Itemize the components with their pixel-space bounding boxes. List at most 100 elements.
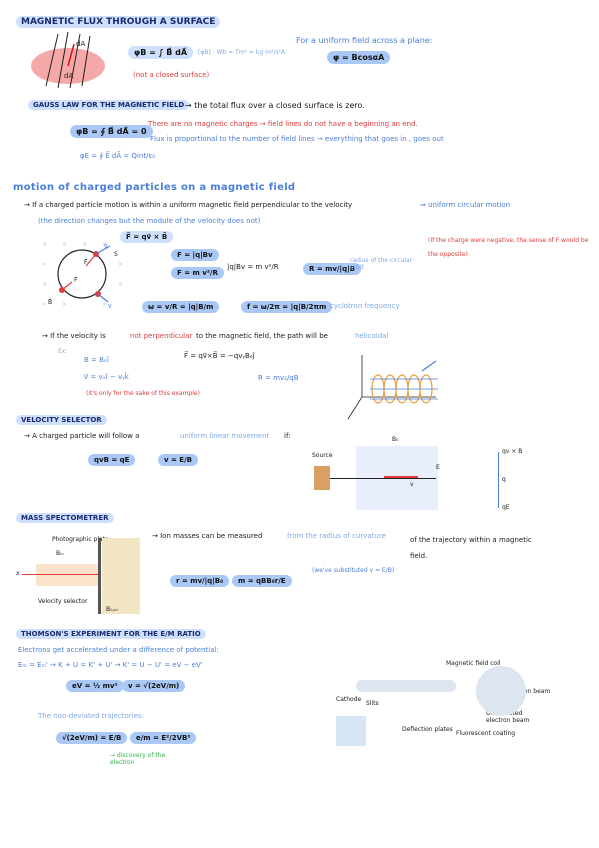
motion-helicoidal: helicoidal	[355, 332, 389, 340]
diagram-label-v-bottom: v⃗	[108, 303, 112, 310]
mass-spec-title: MASS SPECTOMETRER	[16, 513, 114, 523]
motion-title: Motion of Charged Particles on a Magneti…	[13, 182, 296, 193]
vs-formula: qvB = qE	[88, 454, 136, 466]
vs-fig-b0: B₀	[392, 436, 399, 443]
diagram-label-s: S	[114, 251, 118, 258]
circular-motion-diagram: × × × × × × × × × × × F⃗ v⃗ B⃗ S v⃗ F⃗	[42, 241, 123, 310]
motion-line1: → If a charged particle motion is within…	[24, 201, 353, 209]
gauss-electric: φE = ∮ E⃗ dA⃗ = Qint/ε₀	[80, 152, 156, 160]
vs-fig-source: Source	[312, 452, 333, 459]
helical-path-diagram	[347, 355, 438, 420]
diagram-label-f-top: F⃗	[84, 258, 88, 266]
vs-fig-v: v	[410, 481, 414, 488]
diagram-label-v-top: v⃗	[104, 243, 108, 250]
diagram-label-b: B⃗	[48, 298, 52, 306]
motion-radius: R = mv/|q|B	[303, 263, 362, 275]
motion-freq: f = ω/2π = |q|B/2πm	[241, 301, 333, 313]
flux-closed-note: (not a closed surface)	[133, 71, 210, 79]
vs-fig-qe: qE	[502, 504, 510, 511]
svg-text:×: ×	[42, 281, 47, 288]
svg-text:×: ×	[102, 241, 107, 248]
mass-spec-figure: Photographic plate x Velocity selector B…	[16, 536, 140, 618]
ms-fig-vs: Velocity selector	[38, 598, 88, 605]
ms-text-a: → Ion masses can be measured	[152, 532, 263, 540]
vs-fig-qvb: qv × B	[502, 448, 523, 455]
motion-line2: (the direction changes but the module of…	[38, 217, 261, 225]
flux-formula: φB = ∫ B⃗ dA⃗	[128, 46, 194, 59]
velocity-selector-figure: Source B₀ E v	[312, 434, 440, 512]
svg-text:dA: dA	[64, 72, 73, 80]
motion-omega: ω = v/R = |q|B/m	[142, 301, 220, 313]
svg-text:×: ×	[118, 281, 123, 288]
motion-radius-label: radius of the circular orbit	[350, 257, 413, 271]
ms-fig-plate: Photographic plate	[52, 536, 109, 543]
gauss-statement: → the total flux over a closed surface i…	[185, 101, 365, 110]
motion-line1-result: ⇒ uniform circular motion	[420, 201, 511, 209]
ms-formula-m: m = qBB₀r/E	[232, 575, 292, 587]
motion-cyclotron: cyclotron frequency	[330, 302, 400, 310]
ms-text-b: from the radius of curvature	[287, 532, 386, 540]
svg-text:×: ×	[42, 241, 47, 248]
vs-fig-e: E	[436, 464, 440, 471]
svg-text:dA: dA	[76, 40, 85, 48]
example-v: v⃗ = vₓî − vᵧk̂	[84, 373, 129, 381]
svg-text:×: ×	[42, 261, 47, 268]
force-balance-figure: qv × B q qE	[494, 448, 532, 514]
example-r: R = mv₂/qB	[258, 374, 299, 382]
svg-text:×: ×	[102, 301, 107, 308]
motion-f1: F = |q|Bv	[171, 249, 219, 261]
example-note: (it's only for the sake of this example)	[86, 390, 200, 397]
velocity-selector-title: VELOCITY SELECTOR	[16, 415, 107, 425]
thomson-energy: Eₘ = Eₘ' → K + U = K' + U' → K' = U − U'…	[18, 661, 203, 669]
thomson-ev: eV = ½ mv²	[66, 680, 124, 692]
thomson-title: THOMSON'S EXPERIMENT FOR THE E/M RATIO	[16, 629, 206, 639]
thomson-v: v = √(2eV/m)	[122, 680, 186, 692]
vs-result: v = E/B	[158, 454, 198, 466]
gauss-formula: φB = ∮ B⃗ dA⃗ = 0	[70, 125, 153, 138]
motion-not-perp-b: not perpendicular	[130, 332, 193, 340]
thomson-accel: Electrons get accelerated under a differ…	[18, 646, 219, 654]
flux-uniform-formula: φ = BcosαA	[327, 51, 391, 64]
vs-fig-q: q	[502, 476, 506, 483]
diagram-label-f-left: F⃗	[74, 276, 78, 284]
ms-fig-x: x	[16, 570, 20, 577]
th-fig-coating: Fluorescent coating	[456, 730, 516, 737]
thomson-apparatus-figure: Magnetic field coil Deflected electron b…	[336, 640, 550, 750]
vs-text-b: uniform linear movement	[180, 432, 270, 440]
vs-text-c: if:	[284, 432, 291, 440]
gauss-no-charges: There are no magnetic charges → field li…	[148, 120, 418, 128]
th-fig-plates: Deflection plates	[402, 726, 453, 733]
flux-units: [φB] : Wb = Tm² = kg m²/s²A	[198, 49, 286, 56]
motion-f2: F = m v²/R	[171, 267, 224, 279]
svg-text:×: ×	[82, 241, 87, 248]
th-fig-coil: Magnetic field coil	[446, 660, 501, 667]
thomson-right: e/m = E²/2VB²	[130, 732, 197, 744]
svg-text:×: ×	[62, 301, 67, 308]
ms-fig-b0: B₀,ᵢₙ	[106, 606, 118, 613]
svg-text:×: ×	[42, 301, 47, 308]
vs-text-a: → A charged particle will follow a	[24, 432, 140, 440]
example-label: Ex:	[58, 348, 68, 355]
flux-uniform-text: For a uniform field across a plane:	[296, 36, 433, 45]
ms-formula-r: r = mv/|q|B₀	[170, 575, 230, 587]
thomson-undeviated: The non-deviated trajectories:	[38, 712, 144, 720]
thomson-left: √(2eV/m) = E/B	[56, 732, 128, 744]
svg-text:×: ×	[118, 261, 123, 268]
example-b: B = Bₒî	[84, 356, 109, 364]
example-f: F⃗ = qv⃗×B⃗ = −qvᵧBₒĵ	[184, 352, 255, 360]
ms-substituted: (we've substituted v = E/B)	[312, 567, 395, 574]
motion-negative-note: (If the charge were negative, the sense …	[428, 237, 589, 258]
gauss-title: GAUSS LAW FOR THE MAGNETIC FIELD	[28, 100, 190, 110]
motion-not-perp-c: to the magnetic field, the path will be	[196, 332, 328, 340]
thomson-discovery: → discovery of the electron	[110, 752, 166, 766]
flux-surface-diagram: dA dA	[31, 31, 105, 89]
svg-text:×: ×	[62, 241, 67, 248]
gauss-proportional: Flux is proportional to the number of fi…	[150, 135, 444, 143]
th-fig-cathode: Cathode	[336, 696, 362, 703]
ms-fig-b: Bᵢₙ	[56, 550, 64, 557]
flux-title: MAGNETIC FLUX THROUGH A SURFACE	[16, 16, 221, 28]
ms-text-c: of the trajectory within a magnetic fiel…	[410, 536, 532, 560]
th-fig-slits: Slits	[366, 700, 379, 707]
motion-not-perp-a: → If the velocity is	[42, 332, 106, 340]
motion-force: F⃗ = qv⃗ × B⃗	[120, 231, 174, 243]
